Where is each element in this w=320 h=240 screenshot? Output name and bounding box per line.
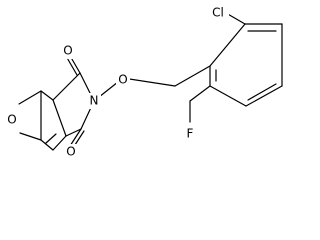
bond-c5-c6 bbox=[40, 139, 54, 151]
label-bg-cl bbox=[207, 5, 229, 21]
label-bg-o-bottom bbox=[64, 144, 78, 160]
ether-oxygen-label: O bbox=[7, 113, 16, 127]
fluorine-label: F bbox=[187, 127, 194, 141]
bond-c6-c7a bbox=[52, 135, 67, 151]
label-bg-o-top bbox=[61, 43, 75, 59]
carbonyl-oxygen-top-label: O bbox=[63, 44, 72, 58]
nitrogen-label: N bbox=[90, 94, 99, 108]
bond-ring-f bbox=[189, 85, 211, 102]
bond-ring-cl bbox=[225, 12, 246, 25]
bond-c3-o-top-b bbox=[65, 55, 78, 76]
bond-c3a-c3 bbox=[52, 72, 81, 101]
n-oxygen-label: O bbox=[118, 73, 127, 87]
bond-c3a-c7a bbox=[52, 99, 67, 137]
bond-c4-bridge bbox=[18, 90, 42, 105]
chlorine-label: Cl bbox=[212, 6, 224, 20]
label-bg-o-ether bbox=[5, 112, 19, 128]
carbonyl-oxygen-bottom-label: O bbox=[66, 145, 75, 159]
bond-c1-o-bottom-a bbox=[69, 128, 82, 147]
label-bg-n bbox=[87, 93, 101, 109]
bond-ring-5-6 bbox=[209, 85, 247, 107]
bond-c5-bridge bbox=[19, 132, 42, 141]
bond-ring-1-2 bbox=[209, 23, 246, 67]
structure-drawing: Cl F O O N O O bbox=[5, 5, 283, 160]
bond-o-ch2 bbox=[122, 77, 176, 87]
bond-ring-double-b bbox=[247, 83, 277, 101]
bond-c5-c6-double-inner bbox=[45, 133, 57, 144]
label-bg-o-n bbox=[116, 72, 130, 88]
bond-c3a-c4 bbox=[40, 90, 54, 101]
label-bg-f bbox=[183, 126, 197, 142]
bond-c1-c7a bbox=[65, 128, 82, 137]
bond-ring-4-5 bbox=[245, 85, 283, 107]
bond-ch2-ring bbox=[174, 65, 211, 87]
molecule-diagram: Cl F O O N O O bbox=[5, 5, 283, 160]
